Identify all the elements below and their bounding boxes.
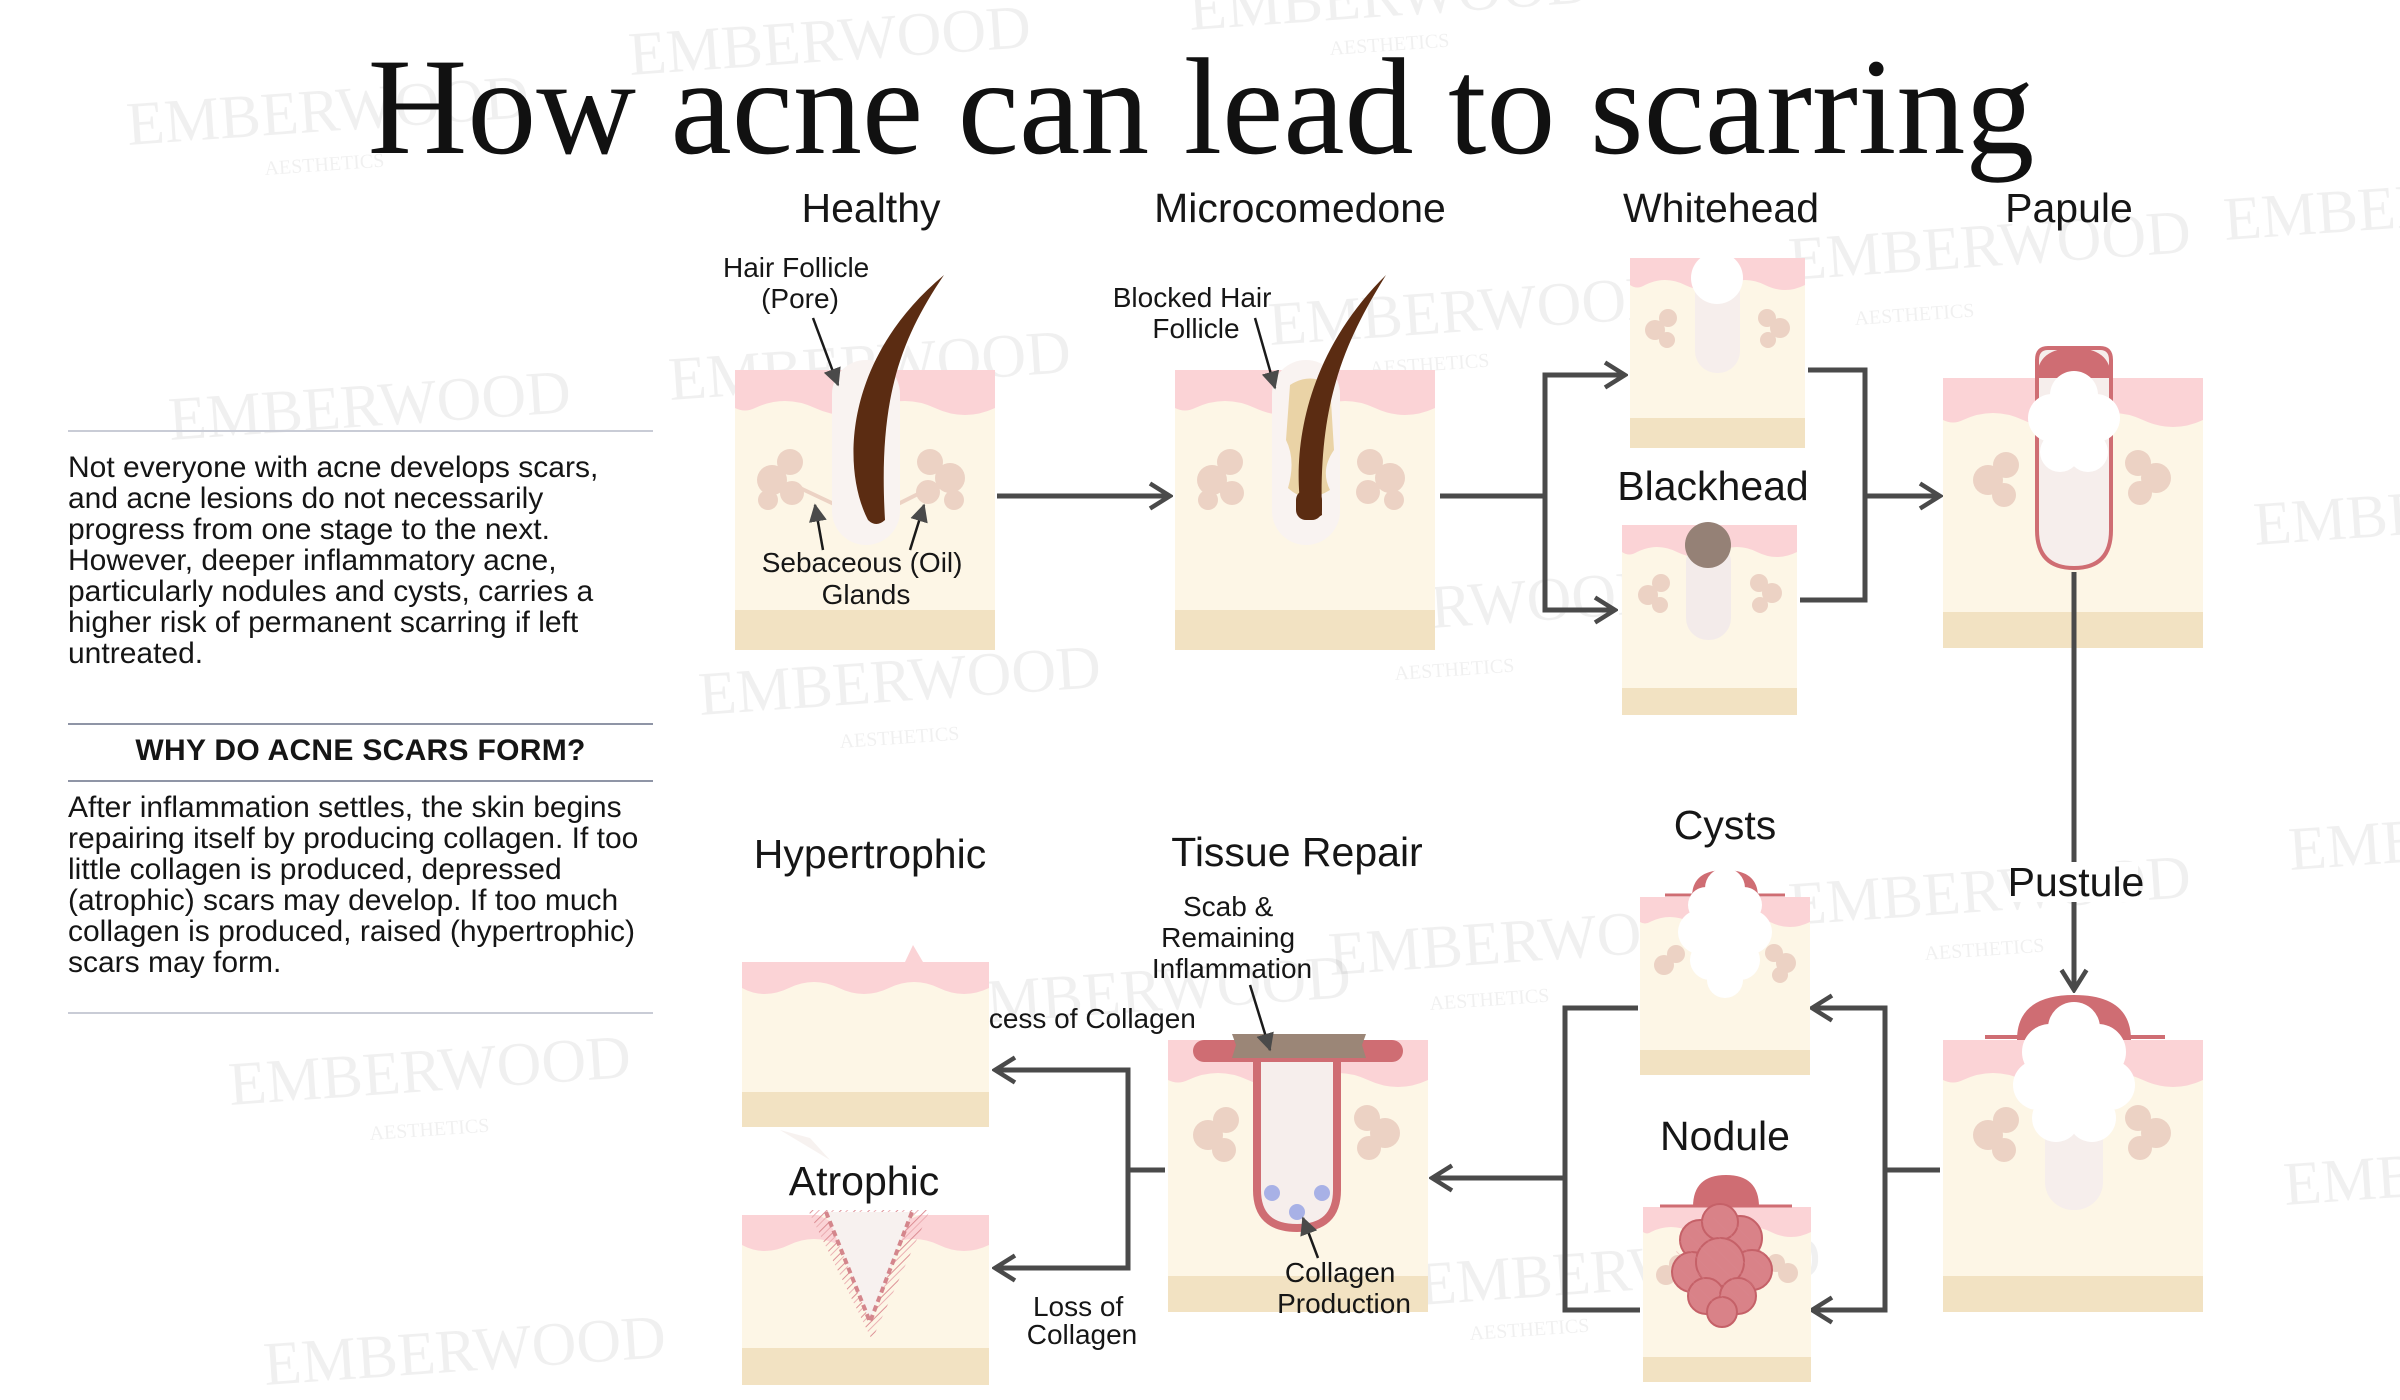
panel-tissue-repair: Tissue Repair Scab & Remaining Inflammat…	[1152, 829, 1428, 1319]
panel-nodule: Nodule	[1643, 1113, 1811, 1382]
stage-label-cysts: Cysts	[1674, 802, 1777, 848]
flow-arrow	[1432, 1005, 1640, 1313]
flow-arrow	[995, 1070, 1165, 1268]
watermark-tagline: AESTHETICS	[1394, 655, 1515, 685]
section-heading: WHY DO ACNE SCARS FORM?	[135, 734, 586, 767]
watermark-tagline: AESTHETICS	[1854, 300, 1975, 330]
sebaceous-gland	[757, 449, 965, 510]
panel-whitehead: Whitehead	[1623, 185, 1819, 448]
watermark-brand: EMBERWOOD	[2221, 158, 2400, 254]
watermark-tagline: AESTHETICS	[1429, 985, 1550, 1015]
stage-label-atrophic: Atrophic	[789, 1158, 939, 1204]
divider	[68, 430, 653, 432]
page-title: How acne can lead to scarring	[368, 30, 2035, 183]
flow-arrow	[1800, 367, 1940, 603]
stage-label-whitehead: Whitehead	[1623, 185, 1819, 231]
annotation-blocked-follicle: Blocked Hair Follicle	[1113, 282, 1280, 344]
watermark-tagline: AESTHETICS	[369, 1115, 490, 1145]
flow-arrow	[1812, 1008, 1940, 1310]
divider	[68, 780, 653, 782]
annotation-loss-of-collagen: Loss of Collagen	[1027, 1291, 1138, 1350]
watermark-brand: EMBERWOOD	[2251, 463, 2400, 559]
intro-paragraph: Not everyone with acne develops scars, a…	[68, 451, 599, 670]
panel-microcomedone: Microcomedone Blocked Hair Follicle	[1113, 185, 1446, 650]
hair-strand	[853, 275, 944, 524]
raised-scar	[742, 945, 989, 994]
stage-label-papule: Papule	[2005, 185, 2133, 231]
inflamed-follicle	[2028, 371, 2120, 472]
annotation-scab: Scab & Remaining Inflammation	[1152, 891, 1312, 984]
divider	[68, 1012, 653, 1014]
stage-label-tissue-repair: Tissue Repair	[1171, 829, 1422, 875]
watermark-tagline: AESTHETICS	[1469, 1315, 1590, 1345]
panel-cysts: Cysts	[1640, 802, 1810, 1075]
cyst-fluid	[1678, 868, 1772, 998]
collagen-dots	[1264, 1185, 1330, 1220]
whitehead-bump	[1691, 252, 1743, 304]
flow-arrow	[1440, 375, 1625, 610]
stage-label-pustule: Pustule	[2008, 859, 2145, 905]
blackhead-plug	[1685, 522, 1731, 568]
sebaceous-gland	[1197, 449, 1405, 510]
watermark-brand: EMBERWOOD	[226, 1023, 633, 1119]
annotation-collagen-production: Collagen Production	[1277, 1257, 1411, 1319]
panel-atrophic: Atrophic	[742, 1130, 989, 1385]
watermark-brand: EMBERWOOD	[2281, 1123, 2400, 1219]
watermark-brand: EMBERWOOD	[2286, 788, 2400, 884]
stage-label-blackhead: Blackhead	[1617, 463, 1808, 509]
watermark-tagline: AESTHETICS	[1924, 935, 2045, 965]
panel-hypertrophic: Hypertrophic	[742, 831, 989, 1127]
stage-label-nodule: Nodule	[1660, 1113, 1790, 1159]
explanation-paragraph: After inflammation settles, the skin beg…	[68, 791, 639, 979]
annotation-hair-follicle: Hair Follicle (Pore)	[723, 252, 877, 314]
watermark-brand: EMBERWOOD	[1266, 263, 1673, 359]
scab	[1232, 1034, 1366, 1058]
watermark-brand: EMBERWOOD	[166, 358, 573, 454]
pustule-pus	[2013, 1002, 2135, 1142]
annotation-sebaceous-glands: Sebaceous (Oil) Glands	[762, 547, 971, 610]
watermark-brand: EMBERWOOD	[261, 1303, 668, 1399]
watermark-tagline: AESTHETICS	[839, 723, 960, 753]
stage-label-hypertrophic: Hypertrophic	[754, 831, 986, 877]
panel-blackhead: Blackhead	[1617, 463, 1809, 715]
annotation-excess-collagen: Excess of Collagen	[956, 1003, 1196, 1034]
divider	[68, 723, 653, 725]
panel-healthy: Healthy Hair Follicle (Pore) Sebaceous (…	[723, 185, 995, 650]
stage-label-microcomedone: Microcomedone	[1154, 185, 1446, 231]
panel-pustule	[1943, 995, 2203, 1312]
stage-label-healthy: Healthy	[801, 185, 941, 231]
